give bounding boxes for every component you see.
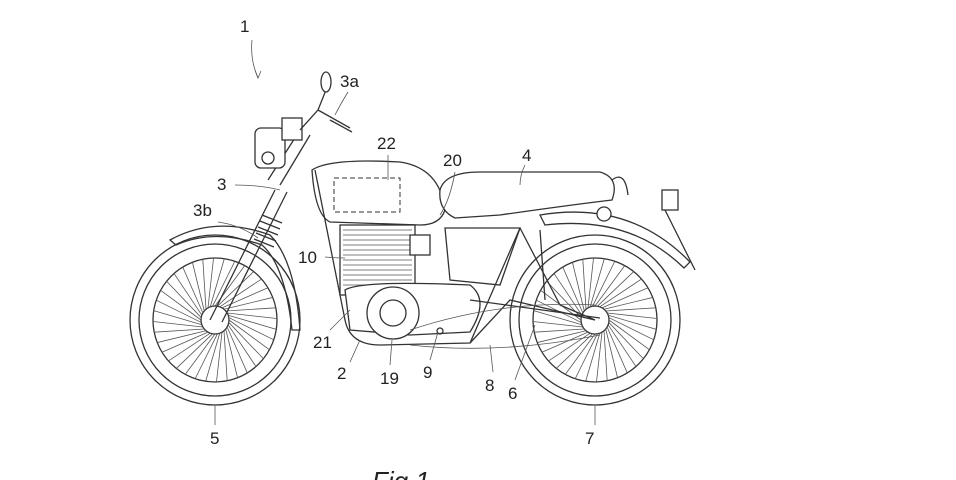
spoke [212,261,236,307]
spoke [606,326,628,374]
spoke [532,321,583,328]
spoke [205,333,221,382]
spoke [572,262,585,312]
spoke [216,332,223,383]
spoke [582,259,587,310]
spoke [225,328,238,378]
spoke [605,307,656,312]
spoke [601,287,649,309]
spoke [228,317,274,341]
spoke [209,258,225,307]
label-19: 19 [380,369,399,388]
front-wheel [129,234,301,406]
spoke [161,331,209,353]
spoke [607,324,637,367]
engine [339,224,481,340]
spoke [176,333,213,369]
fuel-tank [311,160,446,226]
spoke [537,330,587,343]
label-8: 8 [485,376,494,395]
spoke [599,278,642,308]
rear-fender [539,211,691,269]
spoke [182,266,204,314]
label-9: 9 [423,363,432,382]
label-1: 1 [240,17,249,36]
label-7: 7 [585,429,594,448]
label-3: 3 [217,175,226,194]
spoke [227,312,278,319]
tail-light [611,176,696,271]
spoke [228,314,277,330]
spoke [228,319,270,351]
spoke [160,289,202,321]
spoke [226,326,248,374]
label-5: 5 [210,429,219,448]
spoke [608,322,644,359]
spoke [194,333,218,379]
spoke [564,333,596,375]
spoke [574,333,598,379]
spoke [157,330,207,343]
spoke [192,262,205,312]
spoke [168,332,211,362]
label-21: 21 [313,333,332,352]
spoke [207,257,214,308]
spoke [223,330,228,381]
spoke [594,265,626,307]
rear-wheel [509,234,681,406]
spoke [217,271,254,307]
spoke [585,333,601,382]
spoke [219,278,262,308]
spoke [603,297,653,310]
label-6: 6 [508,384,517,403]
spoke [605,328,618,378]
spoke [596,332,603,383]
spoke [607,312,658,319]
figure-caption: Fig.1 [372,466,430,480]
headlight [254,117,303,169]
spoke [562,266,584,314]
spoke [227,324,257,367]
label-10: 10 [298,248,317,267]
spoke [152,321,203,328]
spoke [153,310,202,326]
spoke [556,333,593,369]
frame [314,169,601,346]
label-3a: 3a [340,72,359,91]
label-20: 20 [443,151,462,170]
spoke [589,258,605,307]
spoke [202,259,207,310]
spoke [541,331,589,353]
spoke [597,271,634,307]
spoke [166,281,202,318]
seat [439,171,615,222]
spoke [228,322,264,359]
spoke [173,273,203,316]
spoke [223,297,273,310]
label-2: 2 [337,364,346,383]
spoke [553,273,583,316]
spoke [534,328,585,333]
handlebar [299,71,353,133]
spoke [156,299,202,323]
spoke [608,317,654,341]
label-22: 22 [377,134,396,153]
spoke [225,307,276,312]
front-fender [168,225,301,331]
chain [409,303,601,349]
label-4: 4 [522,146,531,165]
label-3b: 3b [193,201,212,220]
spoke [533,310,582,326]
spoke [608,319,650,351]
spoke [184,333,216,375]
front-fork [209,129,311,323]
spoke [603,330,608,381]
spoke [587,257,594,308]
spoke [592,261,616,307]
spoke [608,314,657,330]
spoke [221,287,269,309]
leader-lines [214,39,596,425]
spoke [154,328,205,333]
